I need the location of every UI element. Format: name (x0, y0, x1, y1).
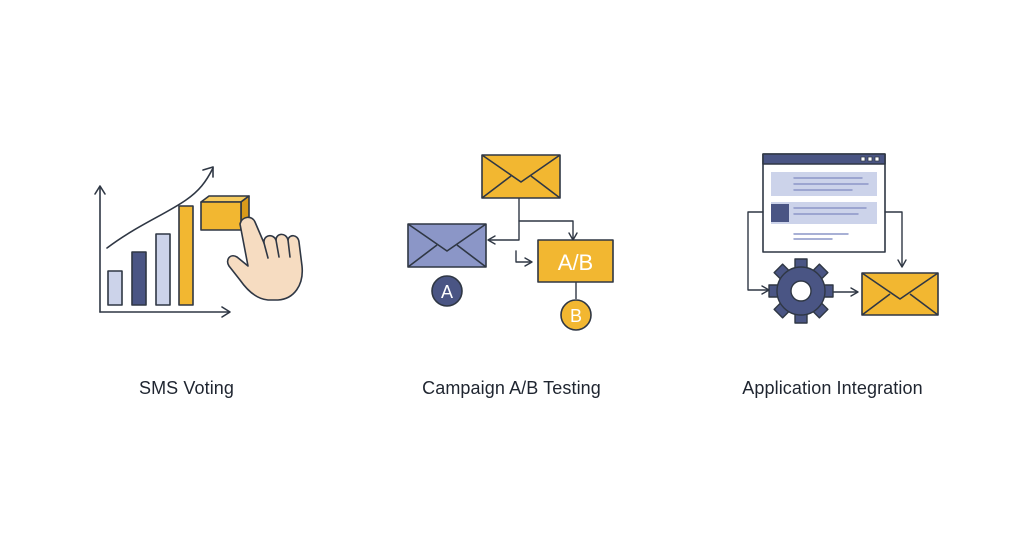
bar-2 (131, 251, 147, 306)
ab-box-label: A/B (558, 250, 593, 275)
email-split-test-icon: A/B A B (407, 154, 614, 331)
chart-bars (107, 205, 194, 306)
pointing-hand (226, 216, 303, 301)
trend-arrow (106, 166, 214, 249)
badge-b (560, 299, 592, 331)
feature-label-sms-voting: SMS Voting (138, 378, 235, 398)
envelope-top (481, 154, 561, 199)
ab-box (537, 239, 614, 283)
feature-label-campaign-ab-testing: Campaign A/B Testing (422, 378, 601, 398)
envelope-icon (861, 272, 939, 316)
bar-1 (107, 270, 123, 306)
integration-connectors (747, 211, 907, 297)
badge-a (431, 275, 463, 307)
app-window-gear-email-icon (747, 153, 939, 324)
feature-campaign-ab-testing: A/B A B Campaign A/B Testing (341, 0, 682, 559)
window-text-lines (793, 177, 869, 240)
gear-icon (768, 258, 834, 324)
feature-sms-voting: SMS Voting (16, 0, 357, 559)
bar-4 (178, 205, 194, 306)
badge-a-label: A (441, 282, 453, 302)
envelope-a (407, 223, 487, 268)
window-rows (771, 172, 877, 242)
chart-axes (94, 185, 231, 318)
bar-3 (155, 233, 171, 306)
feature-application-integration: Application Integration (662, 0, 1003, 559)
feature-label-application-integration: Application Integration (742, 378, 923, 398)
badge-b-label: B (570, 306, 582, 326)
bar-chart-with-hand-icon (94, 166, 303, 318)
